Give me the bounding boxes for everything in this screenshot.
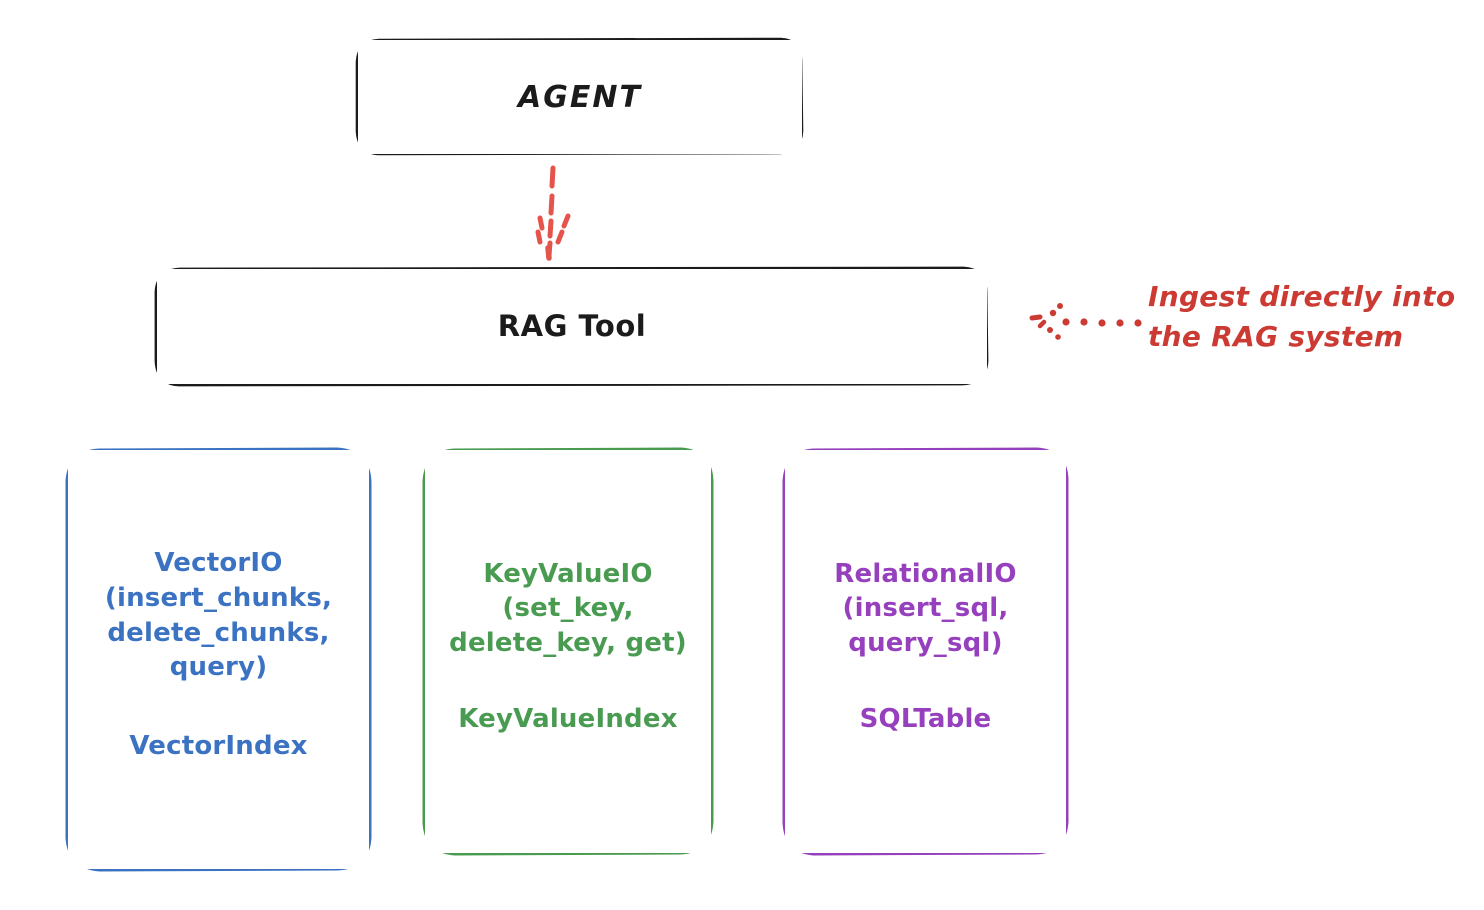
relational-io-node[interactable]: RelationalIO (insert_sql, query_sql) SQL…: [785, 450, 1066, 853]
vector-io-content: VectorIO (insert_chunks, delete_chunks, …: [105, 546, 332, 760]
vector-io-api-label: VectorIO (insert_chunks, delete_chunks, …: [104, 548, 333, 683]
relational-io-api-label: RelationalIO (insert_sql, query_sql): [834, 558, 1017, 658]
vector-io-node[interactable]: VectorIO (insert_chunks, delete_chunks, …: [68, 450, 369, 869]
ingest-arrow-connector: [1029, 303, 1142, 340]
ingest-annotation-text: Ingest directly into the RAG system: [1148, 280, 1456, 353]
rag-tool-node[interactable]: RAG Tool: [157, 269, 987, 384]
agent-to-rag-connector: [535, 165, 571, 261]
vector-io-index-label: VectorIndex: [129, 730, 308, 761]
key-value-io-content: KeyValueIO (set_key, delete_key, get) Ke…: [449, 557, 687, 735]
agent-node-label: AGENT: [518, 79, 642, 115]
relational-io-content: RelationalIO (insert_sql, query_sql) SQL…: [834, 557, 1016, 735]
key-value-io-node[interactable]: KeyValueIO (set_key, delete_key, get) Ke…: [425, 450, 711, 853]
rag-tool-node-label: RAG Tool: [497, 308, 647, 343]
key-value-io-index-label: KeyValueIndex: [458, 704, 678, 735]
agent-node[interactable]: AGENT: [358, 40, 802, 154]
relational-io-index-label: SQLTable: [859, 704, 992, 735]
key-value-io-api-label: KeyValueIO (set_key, delete_key, get): [449, 558, 687, 658]
